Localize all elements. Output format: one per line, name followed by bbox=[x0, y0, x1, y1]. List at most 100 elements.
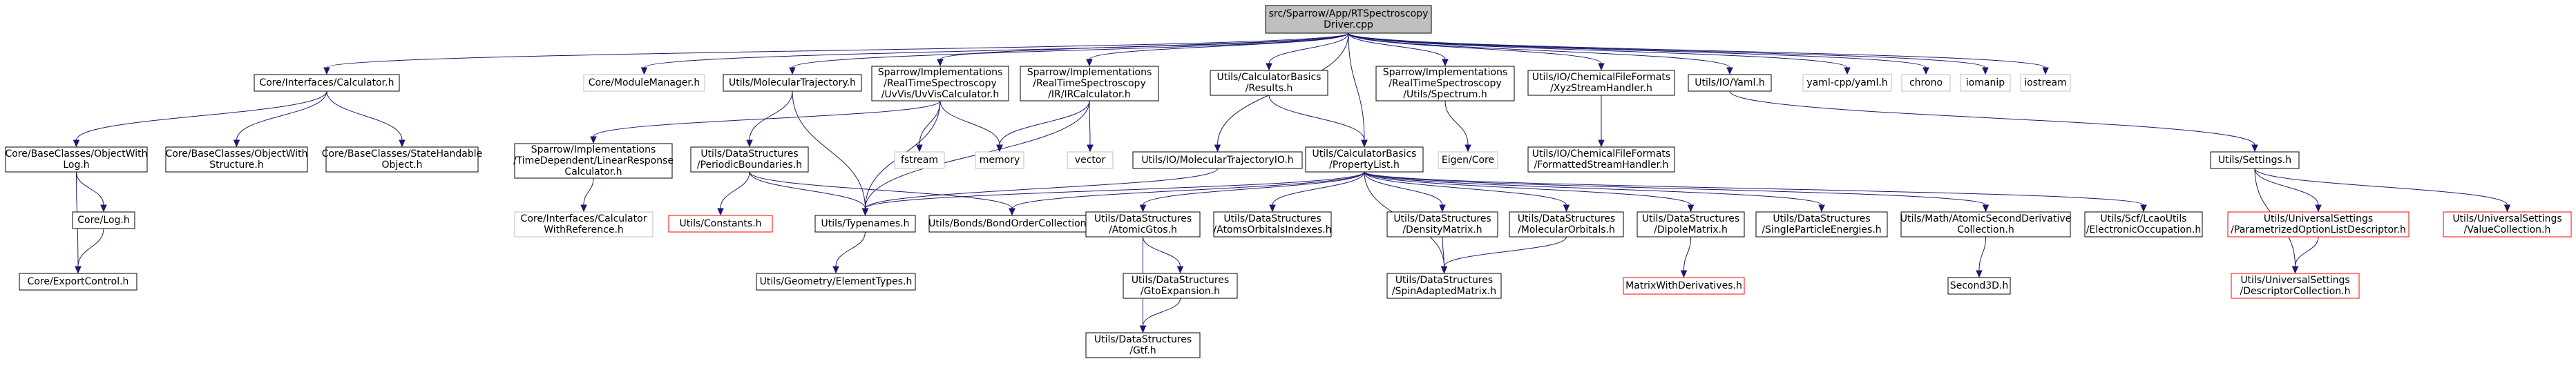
node-box bbox=[1085, 211, 1201, 238]
node-box bbox=[2443, 211, 2572, 238]
edge-line bbox=[1011, 171, 1365, 209]
node-iomanip[interactable]: iomanip bbox=[1960, 74, 2011, 92]
node-constants[interactable]: Utils/Constants.h bbox=[668, 215, 773, 233]
node-formattedhandler[interactable]: Utils/IO/ChemicalFileFormats/FormattedSt… bbox=[1527, 146, 1675, 173]
node-atomsorbital[interactable]: Utils/DataStructures/AtomsOrbitalsIndexe… bbox=[1213, 211, 1332, 238]
node-spectrum[interactable]: Sparrow/Implementations/RealTimeSpectros… bbox=[1375, 66, 1515, 101]
node-label: /GtoExpansion.h bbox=[1141, 286, 1220, 297]
node-yamlh[interactable]: Utils/IO/Yaml.h bbox=[1688, 74, 1772, 92]
node-atomicgtos[interactable]: Utils/DataStructures/AtomicGtos.h bbox=[1085, 211, 1201, 238]
edge-line bbox=[1364, 171, 1691, 206]
node-molorbitals[interactable]: Utils/DataStructures/MolecularOrbitals.h bbox=[1509, 211, 1624, 238]
node-valuecollection[interactable]: Utils/UniversalSettings/ValueCollection.… bbox=[2443, 211, 2572, 238]
node-label: Collection.h bbox=[1957, 224, 2014, 235]
edge-line bbox=[749, 90, 793, 141]
node-elementtypes[interactable]: Utils/Geometry/ElementTypes.h bbox=[756, 273, 916, 291]
node-box bbox=[1132, 151, 1303, 169]
node-box bbox=[1386, 273, 1502, 299]
node-bondorder[interactable]: Utils/Bonds/BondOrderCollection.h bbox=[928, 215, 1096, 233]
edge-gtoexpansion-to-gtf bbox=[1139, 298, 1181, 333]
node-second3d[interactable]: Second3D.h bbox=[1947, 277, 2011, 295]
node-results[interactable]: Utils/CalculatorBasics/Results.h bbox=[1210, 70, 1328, 96]
node-label: /DensityMatrix.h bbox=[1402, 224, 1482, 235]
node-propertylist[interactable]: Utils/CalculatorBasics/PropertyList.h bbox=[1305, 146, 1424, 173]
node-label: Utils/Math/AtomicSecondDerivative bbox=[1900, 213, 2072, 224]
node-calculator[interactable]: Core/Interfaces/Calculator.h bbox=[254, 74, 400, 92]
node-box bbox=[1527, 146, 1675, 173]
node-exportcontrol[interactable]: Core/ExportControl.h bbox=[19, 273, 137, 291]
edge-propertylist-to-densitymatrix bbox=[1364, 171, 1446, 213]
node-gtf[interactable]: Utils/DataStructures/Gtf.h bbox=[1085, 332, 1201, 358]
node-corelog[interactable]: Core/Log.h bbox=[72, 211, 135, 229]
edge-line bbox=[1089, 100, 1091, 146]
node-singleparticle[interactable]: Utils/DataStructures/SingleParticleEnerg… bbox=[1755, 211, 1888, 238]
node-vector[interactable]: vector bbox=[1067, 151, 1114, 169]
node-periodicbounds[interactable]: Utils/DataStructures/PeriodicBoundaries.… bbox=[690, 146, 809, 173]
node-box bbox=[1020, 66, 1159, 101]
node-timedependent[interactable]: Sparrow/Implementations/TimeDependent/Li… bbox=[513, 143, 674, 179]
edge-arrowhead bbox=[399, 139, 406, 148]
node-electronicocc[interactable]: Utils/Scf/LcaoUtils/ElectronicOccupation… bbox=[2084, 211, 2203, 238]
edge-propertylist-to-dipolematrix bbox=[1364, 171, 1695, 213]
edge-corelog-to-exportcontrol bbox=[75, 228, 104, 274]
node-paramlist[interactable]: Utils/UniversalSettings/ParametrizedOpti… bbox=[2227, 211, 2410, 238]
node-box bbox=[1213, 211, 1332, 238]
node-chrono[interactable]: chrono bbox=[1901, 74, 1951, 92]
node-densitymatrix[interactable]: Utils/DataStructures/DensityMatrix.h bbox=[1386, 211, 1498, 238]
node-label: /DipoleMatrix.h bbox=[1654, 224, 1728, 235]
node-label: Utils/IO/Yaml.h bbox=[1695, 77, 1764, 88]
node-label: Driver.cpp bbox=[1324, 19, 1373, 30]
node-settings[interactable]: Utils/Settings.h bbox=[2210, 151, 2300, 169]
node-calcwithref[interactable]: Core/Interfaces/CalculatorWithReference.… bbox=[514, 211, 653, 238]
edge-arrowhead bbox=[1598, 139, 1605, 148]
node-modulemanager[interactable]: Core/ModuleManager.h bbox=[583, 74, 705, 92]
edge-timedependent-to-calcwithref bbox=[580, 177, 594, 213]
node-matrixwithderiv[interactable]: MatrixWithDerivatives.h bbox=[1623, 277, 1745, 295]
node-box bbox=[514, 143, 673, 179]
node-label: /XyzStreamHandler.h bbox=[1550, 83, 1652, 94]
node-ircalc[interactable]: Sparrow/Implementations/RealTimeSpectros… bbox=[1020, 66, 1159, 101]
edge-arrowhead bbox=[1087, 144, 1094, 153]
node-iostream[interactable]: iostream bbox=[2020, 74, 2071, 92]
edge-line bbox=[720, 171, 750, 209]
edge-moltraj-to-periodicbounds bbox=[746, 90, 793, 148]
edge-arrowhead bbox=[323, 67, 330, 75]
node-label: Utils/DataStructures bbox=[1518, 213, 1615, 224]
node-memory[interactable]: memory bbox=[975, 151, 1024, 169]
node-dipolematrix[interactable]: Utils/DataStructures/DipoleMatrix.h bbox=[1637, 211, 1745, 238]
node-box bbox=[2231, 273, 2360, 299]
node-label: /RealTimeSpectroscopy bbox=[884, 78, 996, 89]
edge-arrowhead bbox=[1269, 204, 1276, 213]
edge-arrowhead bbox=[580, 204, 587, 213]
edge-objectwithlog-to-corelog bbox=[76, 171, 107, 213]
node-yamlcpp[interactable]: yaml-cpp/yaml.h bbox=[1802, 74, 1892, 92]
edge-line bbox=[1364, 171, 1822, 206]
node-label: Core/ExportControl.h bbox=[28, 276, 129, 287]
edge-line bbox=[326, 90, 403, 141]
node-moltraj[interactable]: Utils/MolecularTrajectory.h bbox=[723, 74, 862, 92]
node-typenames[interactable]: Utils/Typenames.h bbox=[814, 215, 916, 233]
node-atomicsecond[interactable]: Utils/Math/AtomicSecondDerivativeCollect… bbox=[1900, 211, 2072, 238]
node-box bbox=[1755, 211, 1888, 238]
node-box bbox=[1305, 146, 1424, 173]
node-spinadapted[interactable]: Utils/DataStructures/SpinAdaptedMatrix.h bbox=[1386, 273, 1502, 299]
node-box bbox=[1265, 5, 1432, 34]
node-label: /ElectronicOccupation.h bbox=[2086, 224, 2202, 235]
node-moltrajio[interactable]: Utils/IO/MolecularTrajectoryIO.h bbox=[1132, 151, 1303, 169]
node-fstream[interactable]: fstream bbox=[894, 151, 945, 169]
node-box bbox=[1901, 74, 1951, 92]
edge-propertylist-to-atomicsecond bbox=[1364, 171, 1990, 213]
node-gtoexpansion[interactable]: Utils/DataStructures/GtoExpansion.h bbox=[1123, 273, 1238, 299]
node-eigencore[interactable]: Eigen/Core bbox=[1438, 151, 1498, 169]
node-descriptorcoll[interactable]: Utils/UniversalSettings/DescriptorCollec… bbox=[2231, 273, 2360, 299]
node-xyzhandler[interactable]: Utils/IO/ChemicalFileFormats/XyzStreamHa… bbox=[1527, 70, 1675, 96]
node-uvvis[interactable]: Sparrow/Implementations/RealTimeSpectros… bbox=[871, 66, 1009, 101]
node-box bbox=[871, 66, 1009, 101]
edge-line bbox=[1729, 90, 2255, 146]
edge-arrowhead bbox=[1982, 67, 1989, 75]
